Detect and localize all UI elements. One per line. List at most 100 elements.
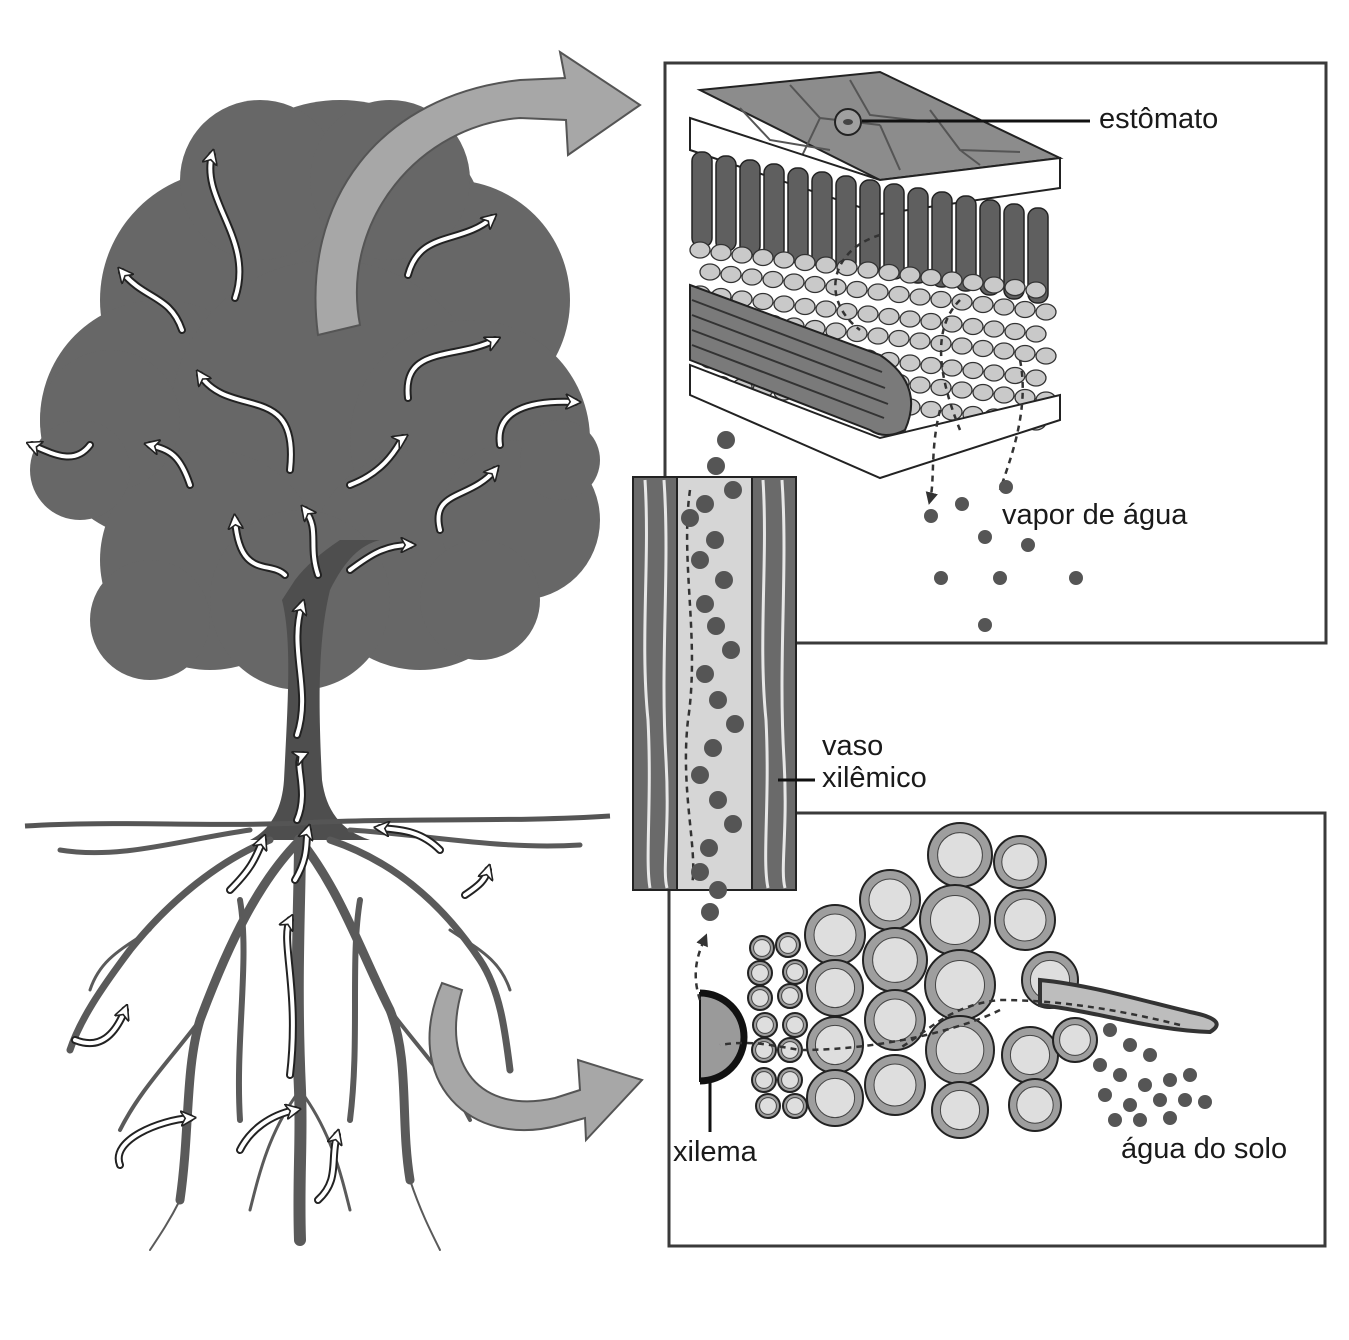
spongy-cell	[920, 312, 942, 331]
droplet-icon	[701, 903, 719, 921]
white-arrow-icon	[348, 438, 403, 487]
root-dashed-paths	[694, 938, 1181, 1052]
tree-trunk	[250, 540, 380, 840]
spongy-cell	[920, 400, 942, 419]
palisade-cell	[715, 155, 737, 252]
palisade-mesophyll	[691, 151, 1049, 304]
spongy-cell	[993, 298, 1015, 316]
white-arrow-icon	[116, 1118, 190, 1167]
xylem-vessel-label: vaso xilêmico	[822, 730, 927, 795]
spongy-cell	[1014, 344, 1036, 363]
cortex-cell-inner	[781, 987, 799, 1005]
spongy-cell	[1035, 303, 1057, 321]
xylem-vessel-label-line2: xilêmico	[822, 762, 927, 795]
cortex-cell-inner	[930, 895, 980, 945]
droplet-icon	[707, 617, 725, 635]
cortex-cell-inner	[935, 960, 985, 1010]
spongy-cell	[930, 290, 952, 309]
ground-line	[24, 813, 611, 829]
root-branch	[66, 836, 274, 1054]
spongy-cell	[836, 302, 858, 321]
root-branch	[291, 834, 307, 1246]
cortex-cell-inner	[872, 937, 918, 983]
droplet-icon	[1163, 1111, 1177, 1125]
spongy-cell	[962, 317, 984, 336]
canopy-blob	[520, 420, 600, 500]
leaf-vein	[689, 283, 913, 436]
leaf-surface-cells	[739, 79, 1021, 171]
droplet-icon	[1093, 1058, 1107, 1072]
droplet-icon	[1108, 1113, 1122, 1127]
droplet-icon	[681, 509, 699, 527]
spongy-cell	[1025, 325, 1047, 343]
spongy-cell	[867, 283, 889, 301]
spongy-cell	[752, 248, 774, 267]
white-arrow-icon	[305, 510, 320, 577]
spongy-cell	[752, 292, 774, 311]
spongy-cell	[1004, 322, 1026, 341]
droplet-icon	[934, 571, 948, 585]
palisade-cell	[739, 159, 761, 256]
palisade-cell	[811, 171, 833, 268]
spongy-cell	[941, 271, 963, 289]
droplet-icon	[696, 595, 714, 613]
droplet-icon	[700, 839, 718, 857]
spongy-cell	[951, 293, 973, 311]
leaf-vein-lines	[691, 299, 889, 419]
droplet-icon	[978, 530, 992, 544]
cortex-cell-inner	[786, 1016, 804, 1034]
droplet-icon	[691, 551, 709, 569]
spongy-cell	[762, 270, 784, 289]
xylem-arc	[699, 989, 748, 1085]
spongy-cell	[993, 386, 1015, 404]
droplet-icon	[1069, 571, 1083, 585]
spongy-cell	[888, 329, 910, 348]
palisade-cell	[931, 191, 953, 288]
spongy-cell	[1035, 347, 1057, 365]
spongy-cell	[972, 339, 994, 358]
spongy-cell	[857, 305, 879, 323]
spongy-cell	[888, 285, 910, 304]
curved-arrow-icon	[428, 981, 644, 1143]
cortex-cell-inner	[786, 1097, 804, 1115]
white-arrow-icon	[287, 920, 295, 1077]
white-arrow-icon	[122, 272, 184, 332]
canopy-blob	[30, 420, 130, 520]
cortex-cell-inner	[1059, 1024, 1091, 1056]
cortex-cell-inner	[755, 1071, 773, 1089]
white-arrow-icon	[497, 402, 575, 447]
spongy-cell	[909, 288, 931, 306]
spongy-cell	[878, 263, 900, 282]
spongy-cell	[773, 295, 795, 313]
droplet-icon	[709, 881, 727, 899]
spongy-cell	[1025, 281, 1047, 299]
spongy-cell	[1014, 300, 1036, 319]
palisade-cell	[835, 175, 857, 272]
droplet-icon	[709, 791, 727, 809]
droplet-icon	[1098, 1088, 1112, 1102]
spongy-cell	[899, 354, 921, 372]
droplet-icon	[999, 480, 1013, 494]
root-cross-section	[694, 822, 1219, 1139]
spongy-cell	[846, 280, 868, 299]
spongy-cell	[972, 295, 994, 314]
transpiration-arrows	[32, 155, 575, 1204]
spongy-cell	[815, 300, 837, 318]
palisade-cell	[763, 163, 785, 260]
spongy-cell	[689, 241, 711, 259]
droplet-icon	[724, 481, 742, 499]
spongy-cell	[846, 324, 868, 343]
white-arrow-icon	[200, 375, 293, 472]
white-arrow-icon	[297, 605, 302, 737]
palisade-cell	[1027, 207, 1049, 304]
droplet-icon	[722, 641, 740, 659]
palisade-cell	[955, 195, 977, 292]
white-arrow-icon	[406, 218, 492, 277]
cortex-cell-inner	[781, 1071, 799, 1089]
droplet-icon	[691, 863, 709, 881]
curved-arrow-icon	[314, 49, 642, 337]
cortex-cell-inner	[781, 1041, 799, 1059]
droplet-icon	[1123, 1038, 1137, 1052]
droplet-icon	[704, 739, 722, 757]
spongy-cell	[920, 356, 942, 375]
